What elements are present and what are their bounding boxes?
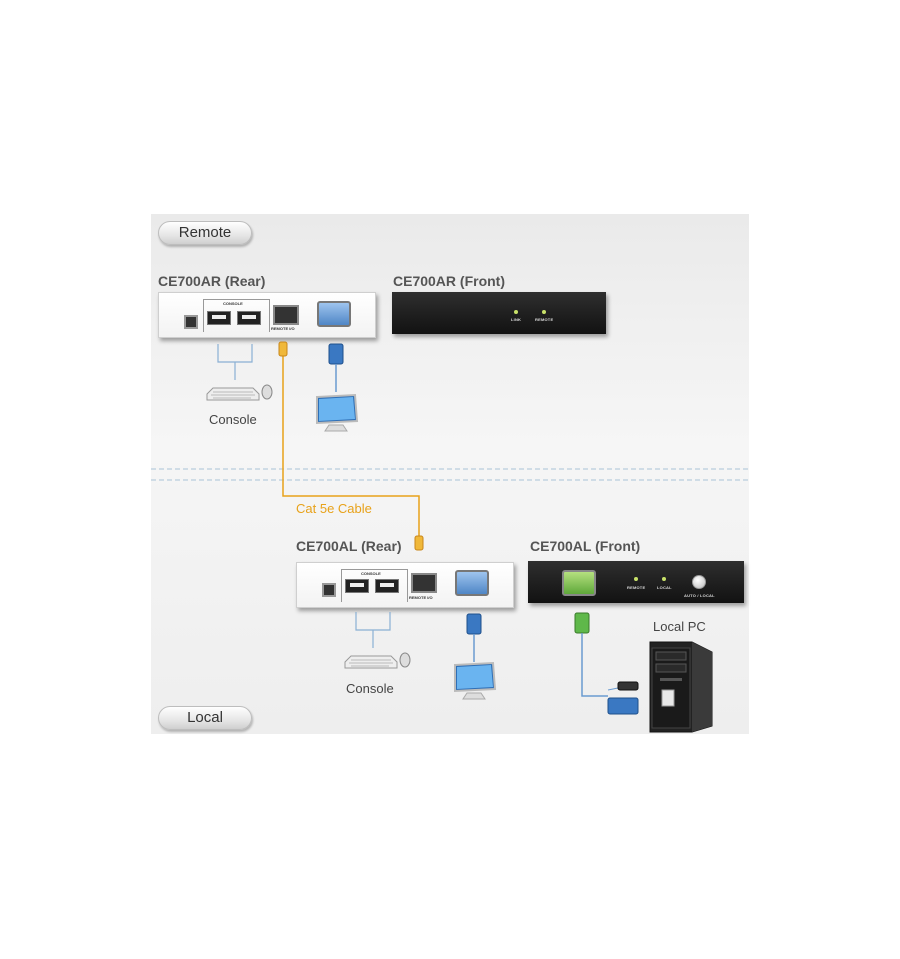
keyboard-mouse-icon bbox=[344, 652, 411, 669]
local-pc-label: Local PC bbox=[653, 619, 706, 634]
usb-port-keyboard bbox=[207, 311, 231, 325]
section-divider bbox=[151, 468, 749, 481]
usb-port-mouse bbox=[375, 579, 399, 593]
vga-cable-top bbox=[328, 343, 344, 392]
console-port-label: CONSOLE bbox=[361, 571, 381, 576]
ce700ar-front-title: CE700AR (Front) bbox=[393, 273, 506, 289]
cat5e-cable bbox=[278, 341, 424, 551]
ce700al-rear-title: CE700AL (Rear) bbox=[296, 538, 402, 554]
ce700ar-rear-device: CONSOLE REMOTE I/O bbox=[158, 292, 376, 338]
monitor-icon-bottom bbox=[454, 661, 497, 700]
link-led-label: LINK bbox=[511, 317, 522, 322]
console-cable-top bbox=[217, 344, 253, 380]
remote-led bbox=[634, 577, 638, 581]
link-led bbox=[514, 310, 518, 314]
auto-local-label: AUTO / LOCAL bbox=[684, 593, 715, 598]
monitor-icon-top bbox=[316, 393, 359, 432]
remote-led-label: REMOTE bbox=[535, 317, 554, 322]
auto-local-button[interactable] bbox=[692, 575, 706, 589]
ce700ar-front-device: LINK REMOTE bbox=[392, 292, 606, 334]
ce700al-front-device: REMOTE LOCAL AUTO / LOCAL bbox=[528, 561, 744, 603]
local-led-label: LOCAL bbox=[657, 585, 672, 590]
pc-vga-port bbox=[562, 570, 596, 596]
ce700al-rear-device: CONSOLE REMOTE I/O bbox=[296, 562, 514, 608]
local-led bbox=[662, 577, 666, 581]
cat5e-cable-label: Cat 5e Cable bbox=[296, 501, 372, 516]
remote-led-label: REMOTE bbox=[627, 585, 646, 590]
console-port-group bbox=[203, 299, 270, 332]
power-jack bbox=[184, 315, 198, 329]
remote-led bbox=[542, 310, 546, 314]
console-label-bottom: Console bbox=[346, 681, 394, 696]
usb-port-mouse bbox=[237, 311, 261, 325]
power-jack bbox=[322, 583, 336, 597]
local-section-label: Local bbox=[158, 706, 252, 730]
ce700al-front-title: CE700AL (Front) bbox=[530, 538, 641, 554]
console-port-group bbox=[341, 569, 408, 602]
usb-port-keyboard bbox=[345, 579, 369, 593]
remote-io-label: REMOTE I/O bbox=[271, 326, 295, 331]
remote-section-label: Remote bbox=[158, 221, 252, 245]
console-label-top: Console bbox=[209, 412, 257, 427]
remote-io-label: REMOTE I/O bbox=[409, 595, 433, 600]
keyboard-mouse-icon bbox=[206, 384, 273, 401]
console-port-label: CONSOLE bbox=[223, 301, 243, 306]
remote-io-port bbox=[273, 305, 299, 325]
computer-tower-icon bbox=[649, 641, 713, 733]
remote-io-port bbox=[411, 573, 437, 593]
vga-port bbox=[317, 301, 351, 327]
ce700ar-rear-title: CE700AR (Rear) bbox=[158, 273, 266, 289]
pc-cable bbox=[574, 612, 639, 715]
vga-cable-bottom bbox=[466, 613, 482, 662]
vga-port bbox=[455, 570, 489, 596]
console-cable-bottom bbox=[355, 612, 391, 648]
